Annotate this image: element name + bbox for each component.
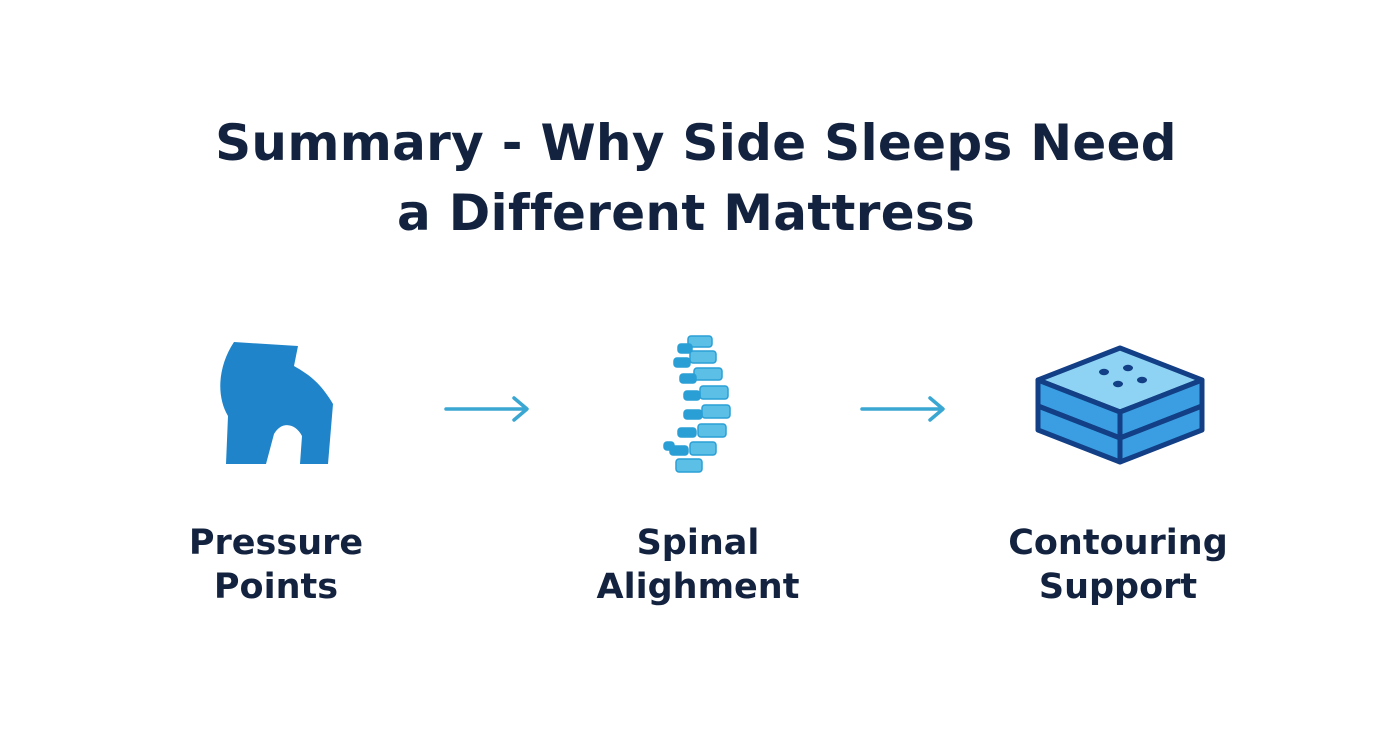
arrow-right-icon bbox=[444, 394, 534, 428]
step-label-contouring-support: Contouring Support bbox=[980, 521, 1256, 609]
title-line-2: a Different Mattress bbox=[396, 184, 976, 242]
step-label-spinal-alignment: Spinal Alighment bbox=[570, 521, 826, 609]
mattress-icon bbox=[1030, 342, 1210, 470]
step-label-line-2: Support bbox=[1038, 567, 1198, 607]
hip-joint-icon bbox=[212, 336, 338, 468]
step-label-line-1: Spinal bbox=[636, 523, 760, 563]
diagram-title: Summary - Why Side Sleeps Need a Differe… bbox=[0, 108, 1392, 248]
arrow-right-icon bbox=[860, 394, 950, 428]
step-label-pressure-points: Pressure Points bbox=[150, 521, 402, 609]
step-label-line-2: Points bbox=[213, 567, 339, 607]
step-label-line-1: Contouring bbox=[1008, 523, 1228, 563]
step-label-line-2: Alighment bbox=[596, 567, 800, 607]
title-line-1: Summary - Why Side Sleeps Need bbox=[215, 114, 1177, 172]
spine-icon bbox=[660, 332, 736, 480]
step-label-line-1: Pressure bbox=[188, 523, 364, 563]
